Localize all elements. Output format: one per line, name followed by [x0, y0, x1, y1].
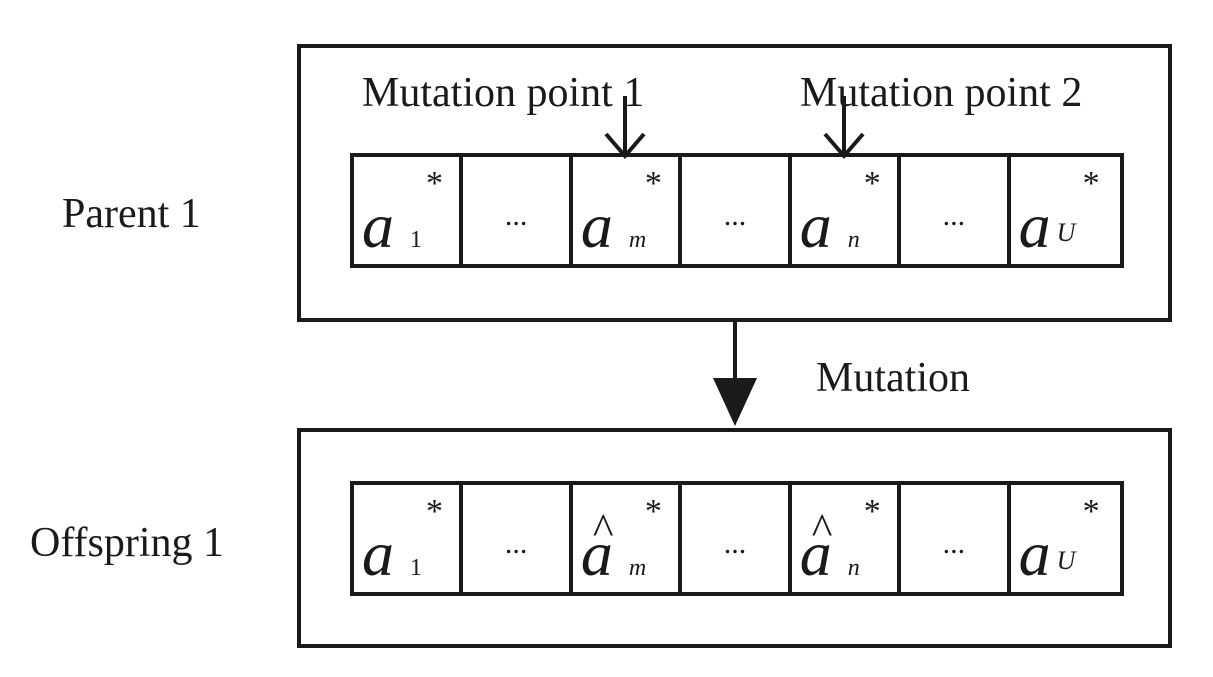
mutation-label: Mutation: [816, 355, 970, 401]
gene-symbol: a: [581, 194, 613, 258]
gene-cell: ...: [682, 157, 792, 264]
gene-symbol: a: [1019, 522, 1051, 586]
asterisk: *: [863, 165, 881, 202]
gene-cell: ...: [901, 485, 1011, 592]
ellipsis: ...: [942, 527, 966, 560]
mutation-point-1-label: Mutation point 1: [362, 70, 645, 116]
gene-symbol: a: [1019, 194, 1051, 258]
gene-cell: a^ m *: [573, 485, 683, 592]
ellipsis: ...: [942, 199, 966, 232]
asterisk: *: [426, 493, 443, 530]
gene-subscript: 1: [410, 555, 422, 581]
asterisk: *: [863, 493, 881, 530]
gene-letter: a: [1018, 518, 1051, 589]
gene-symbol: a: [800, 194, 832, 258]
ellipsis: ...: [504, 199, 528, 232]
gene-subscript: n: [847, 555, 860, 581]
mutation-arrow: [713, 322, 757, 426]
hat-accent: ^: [811, 505, 833, 554]
gene-letter: a: [362, 190, 394, 261]
gene-symbol: a^: [581, 508, 614, 586]
parent-label: Parent 1: [62, 191, 201, 237]
parent-box: [297, 44, 1172, 322]
gene-subscript: m: [628, 227, 647, 253]
gene-subscript: U: [1056, 546, 1076, 575]
gene-letter: a: [799, 518, 832, 589]
gene-cell: ...: [463, 157, 573, 264]
asterisk: *: [426, 165, 443, 202]
gene-letter: a: [1018, 190, 1051, 261]
gene-letter: a: [799, 190, 832, 261]
offspring-label: Offspring 1: [30, 520, 225, 566]
ellipsis: ...: [504, 527, 528, 560]
gene-subscript: m: [628, 555, 647, 581]
mutation-point-2-label: Mutation point 2: [800, 70, 1083, 116]
gene-subscript: 1: [410, 227, 422, 253]
mutation-point-2-arrow: [823, 96, 865, 160]
gene-symbol: a^: [800, 508, 833, 586]
gene-subscript: U: [1056, 218, 1076, 247]
gene-letter: a: [362, 518, 394, 589]
gene-letter: a: [580, 518, 613, 589]
asterisk: *: [644, 493, 662, 530]
asterisk: *: [1082, 493, 1100, 530]
gene-symbol: a: [362, 194, 394, 258]
gene-cell: ...: [682, 485, 792, 592]
gene-cell: ...: [901, 157, 1011, 264]
offspring-box: [297, 428, 1172, 648]
gene-subscript: n: [847, 227, 860, 253]
gene-cell: a^ n*: [792, 485, 902, 592]
gene-letter: a: [580, 190, 613, 261]
asterisk: *: [644, 165, 662, 202]
hat-accent: ^: [592, 505, 614, 554]
gene-symbol: a: [362, 522, 394, 586]
gene-cell: ...: [463, 485, 573, 592]
asterisk: *: [1082, 165, 1100, 202]
ellipsis: ...: [723, 199, 747, 232]
ellipsis: ...: [723, 527, 747, 560]
mutation-point-1-arrow: [604, 96, 646, 160]
